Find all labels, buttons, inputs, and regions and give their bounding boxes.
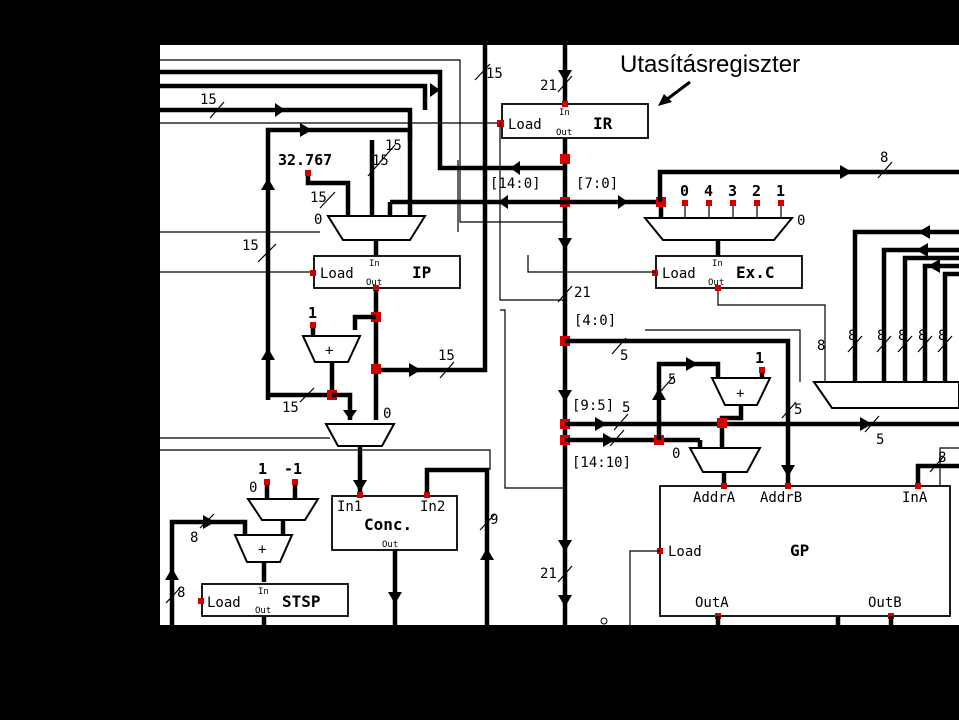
concat-box: In1 In2 Conc. Out 9 bbox=[331, 467, 498, 625]
svg-text:8: 8 bbox=[848, 328, 856, 344]
excode-section: 0 0 4 3 2 1 Load In Out Ex.C 8 bbox=[642, 182, 826, 382]
svg-text:GP: GP bbox=[790, 541, 809, 560]
svg-text:5: 5 bbox=[876, 432, 884, 448]
right-mux-bank: 8 8 8 8 8 bbox=[812, 225, 959, 409]
main-bus bbox=[558, 45, 572, 625]
svg-text:IP: IP bbox=[412, 263, 431, 282]
svg-text:15: 15 bbox=[486, 66, 503, 82]
svg-text:[9:5]: [9:5] bbox=[572, 398, 614, 414]
svg-text:8: 8 bbox=[190, 530, 198, 546]
svg-text:+: + bbox=[325, 343, 333, 359]
svg-text:1: 1 bbox=[308, 304, 317, 322]
svg-text:IR: IR bbox=[593, 114, 613, 133]
svg-text:AddrB: AddrB bbox=[760, 490, 802, 506]
control-lines bbox=[457, 123, 894, 625]
svg-text:[14:0]: [14:0] bbox=[490, 176, 541, 192]
svg-text:Load: Load bbox=[320, 266, 354, 282]
svg-text:0: 0 bbox=[383, 406, 391, 422]
svg-text:0: 0 bbox=[680, 182, 689, 200]
svg-text:5: 5 bbox=[622, 400, 630, 416]
svg-text:5: 5 bbox=[668, 372, 676, 388]
svg-text:8: 8 bbox=[817, 338, 825, 354]
svg-text:8: 8 bbox=[898, 328, 906, 344]
svg-text:In2: In2 bbox=[420, 499, 445, 515]
bus-8-top-right: 8 bbox=[657, 150, 959, 202]
main-bus-labels: 21 21 21 bbox=[540, 75, 591, 583]
svg-text:Load: Load bbox=[207, 595, 241, 611]
svg-text:[4:0]: [4:0] bbox=[574, 313, 616, 329]
title-arrow-icon bbox=[658, 80, 691, 106]
svg-text:Out: Out bbox=[255, 606, 271, 616]
svg-text:Ex.C: Ex.C bbox=[736, 263, 775, 282]
svg-text:+: + bbox=[736, 386, 744, 402]
svg-text:9: 9 bbox=[490, 512, 498, 528]
register-ir: Load In Out IR bbox=[497, 101, 649, 139]
svg-text:InA: InA bbox=[902, 490, 928, 506]
exc-const-pins bbox=[658, 200, 784, 218]
svg-text:15: 15 bbox=[200, 92, 217, 108]
svg-text:1: 1 bbox=[776, 182, 785, 200]
svg-text:32.767: 32.767 bbox=[278, 151, 332, 169]
svg-text:[14:10]: [14:10] bbox=[572, 455, 631, 471]
svg-text:Load: Load bbox=[662, 266, 696, 282]
svg-text:15: 15 bbox=[282, 400, 299, 416]
gp-address-logic: 5 + 1 0 bbox=[652, 349, 772, 486]
svg-text:2: 2 bbox=[752, 182, 761, 200]
svg-text:Load: Load bbox=[508, 117, 542, 133]
svg-text:15: 15 bbox=[310, 190, 327, 206]
svg-text:In: In bbox=[712, 259, 723, 269]
svg-text:STSP: STSP bbox=[282, 592, 321, 611]
svg-text:OutB: OutB bbox=[868, 595, 902, 611]
svg-text:-1: -1 bbox=[284, 460, 302, 478]
mux-conc-input: 0 bbox=[324, 406, 396, 494]
svg-text:5: 5 bbox=[794, 402, 802, 418]
split-4-0: [4:0] 5 5 bbox=[565, 313, 802, 486]
svg-text:Load: Load bbox=[668, 544, 702, 560]
register-gp: AddrA AddrB InA Load GP OutA OutB 8 bbox=[629, 447, 959, 625]
svg-text:Out: Out bbox=[556, 128, 572, 138]
svg-text:1: 1 bbox=[755, 349, 764, 367]
svg-text:In: In bbox=[559, 108, 570, 118]
split-9-5-14-10: [9:5] 5 5 [14:10] bbox=[565, 398, 959, 471]
svg-text:AddrA: AddrA bbox=[693, 490, 736, 506]
adder-ip: + 1 bbox=[301, 304, 362, 363]
title-utasitasregiszter: Utasításregiszter bbox=[620, 51, 800, 78]
svg-text:8: 8 bbox=[938, 328, 946, 344]
svg-text:8: 8 bbox=[177, 585, 185, 601]
svg-text:OutA: OutA bbox=[695, 595, 729, 611]
svg-text:1: 1 bbox=[258, 460, 267, 478]
svg-text:21: 21 bbox=[540, 566, 557, 582]
svg-text:0: 0 bbox=[314, 212, 322, 228]
svg-text:+: + bbox=[258, 542, 266, 558]
svg-text:Out: Out bbox=[382, 540, 398, 550]
svg-text:In: In bbox=[258, 587, 269, 597]
svg-text:0: 0 bbox=[249, 480, 257, 496]
svg-text:In: In bbox=[369, 259, 380, 269]
svg-text:15: 15 bbox=[438, 348, 455, 364]
svg-text:0: 0 bbox=[797, 213, 805, 229]
register-ip: Load In Out IP bbox=[310, 255, 461, 291]
stsp-section: 0 1 -1 + 8 8 Load In Out STSP bbox=[165, 460, 349, 625]
svg-text:In1: In1 bbox=[337, 499, 362, 515]
svg-text:Out: Out bbox=[708, 278, 724, 288]
ip-feedback: 15 15 15 15 15 bbox=[200, 63, 503, 420]
svg-text:Conc.: Conc. bbox=[364, 515, 412, 534]
svg-text:21: 21 bbox=[540, 78, 557, 94]
svg-text:8: 8 bbox=[918, 328, 926, 344]
svg-text:[7:0]: [7:0] bbox=[576, 176, 618, 192]
svg-text:4: 4 bbox=[704, 182, 713, 200]
svg-text:21: 21 bbox=[574, 285, 591, 301]
svg-text:0: 0 bbox=[672, 446, 680, 462]
mux-ip-input: 0 32.767 15 15 15 bbox=[265, 123, 427, 258]
svg-text:8: 8 bbox=[877, 328, 885, 344]
svg-text:3: 3 bbox=[728, 182, 737, 200]
svg-text:15: 15 bbox=[242, 238, 259, 254]
svg-text:8: 8 bbox=[880, 150, 888, 166]
svg-text:Out: Out bbox=[366, 278, 382, 288]
svg-text:5: 5 bbox=[620, 348, 628, 364]
